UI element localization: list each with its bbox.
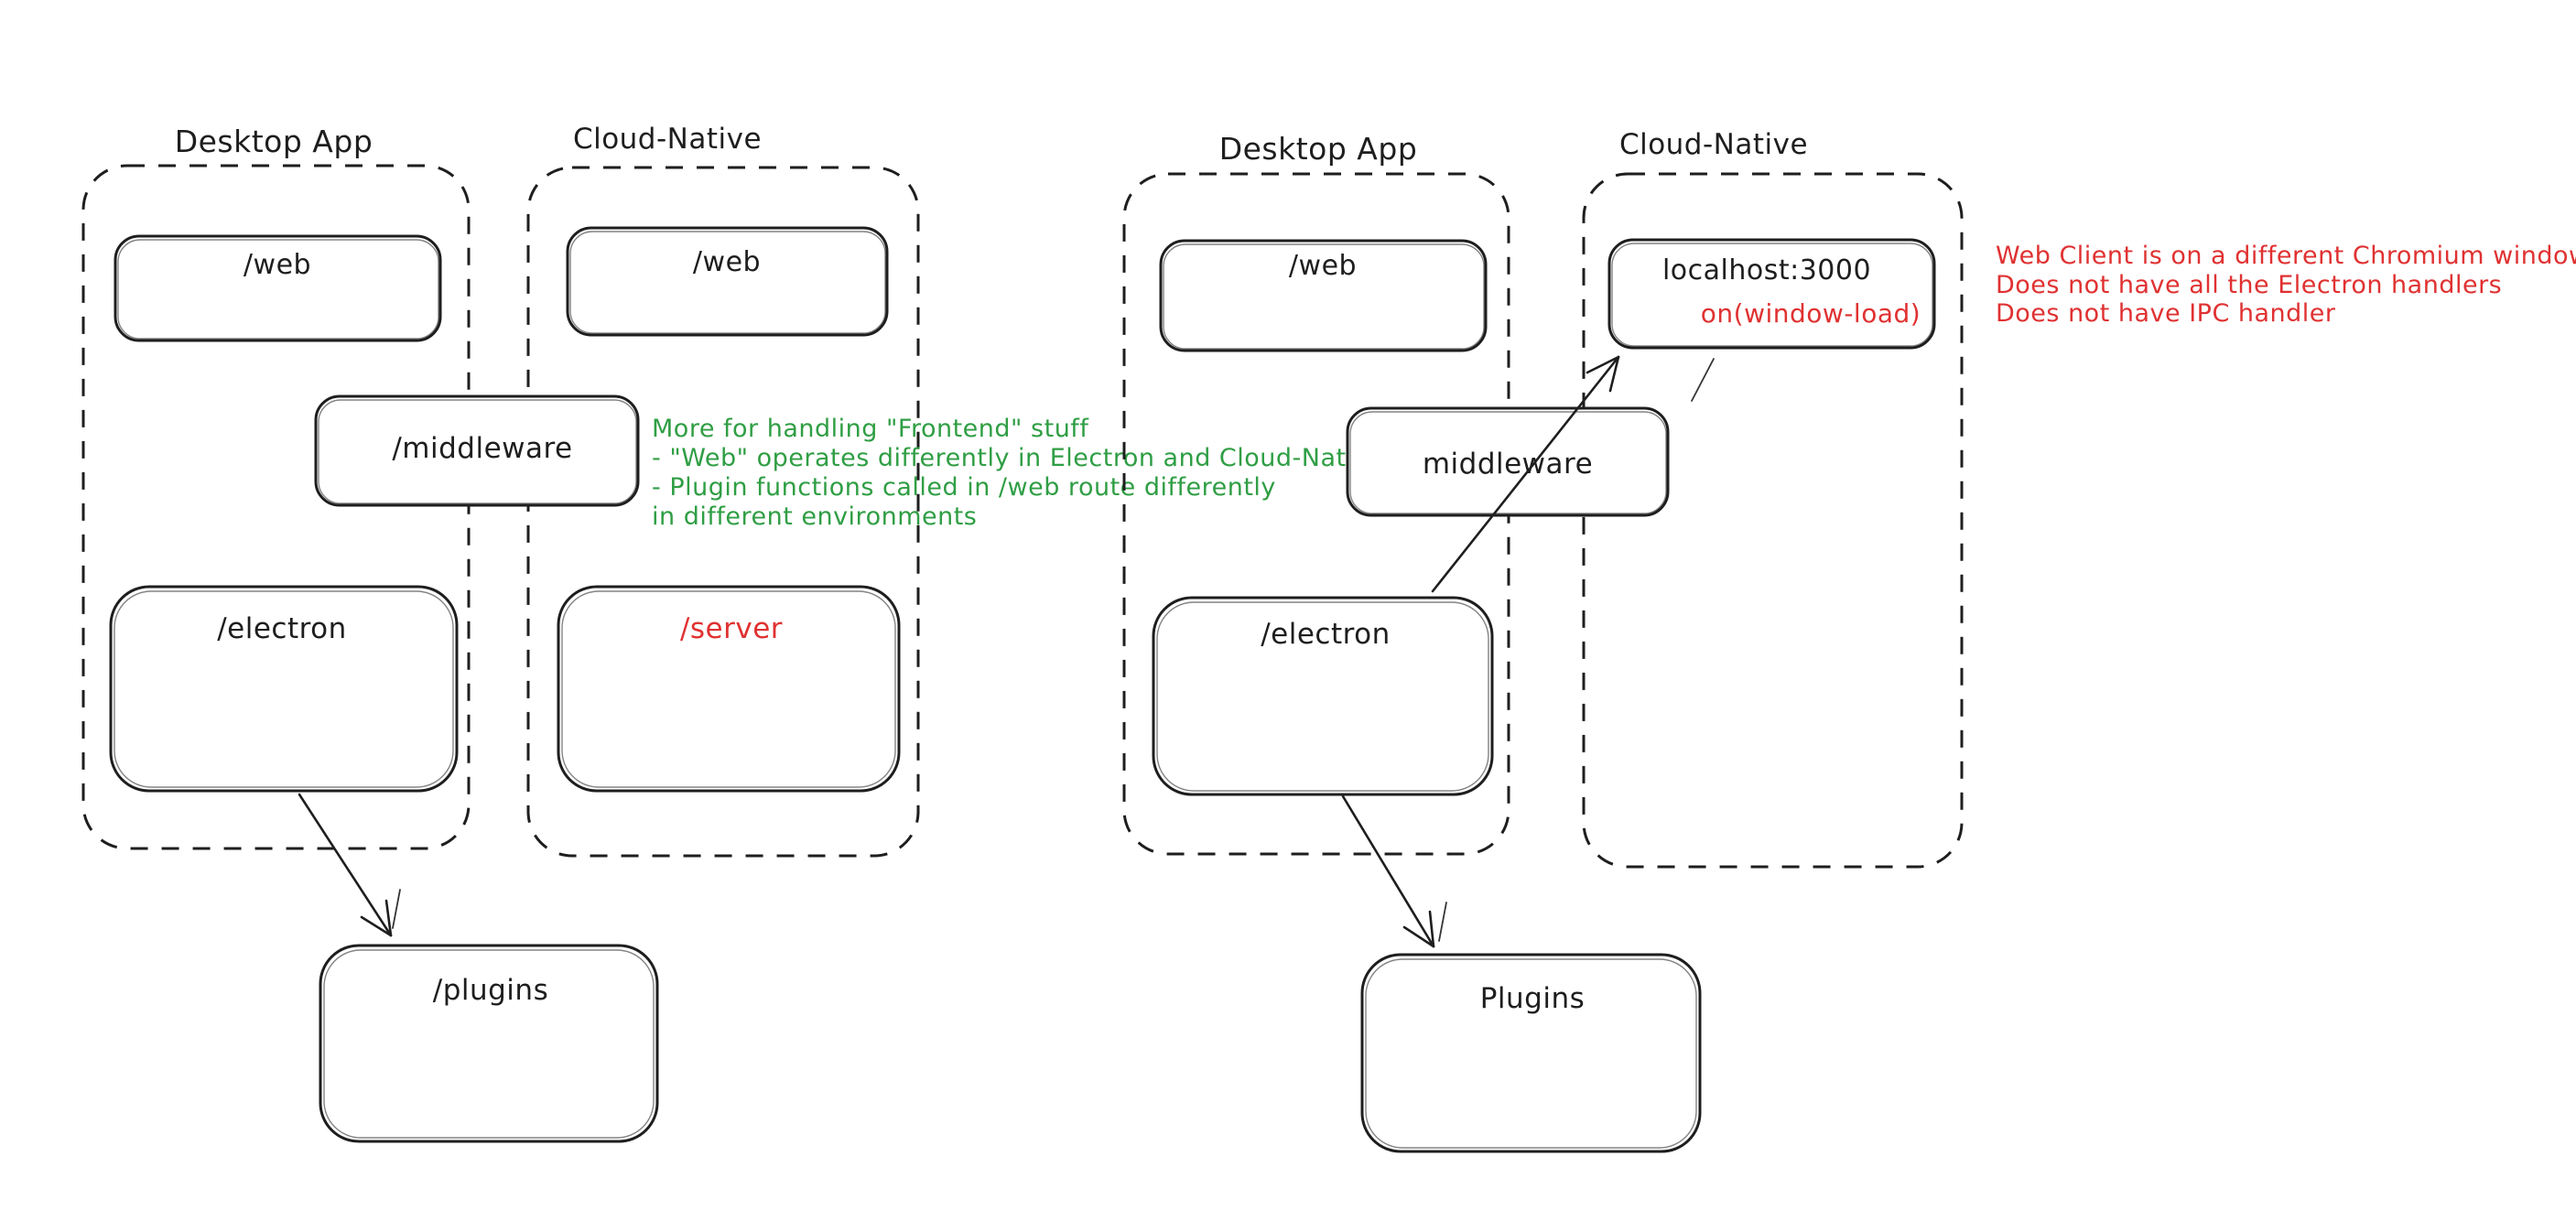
right-web-box — [1159, 239, 1488, 352]
right-electron-box — [1152, 596, 1494, 796]
right-middleware-label: middleware — [1423, 448, 1593, 481]
left-diagram: Desktop App Cloud-Native /web /web /midd… — [81, 123, 1384, 1143]
left-server-label: /server — [680, 612, 783, 645]
right-desktop-app-label: Desktop App — [1219, 131, 1418, 167]
frontend-note-line-4: in different environments — [652, 503, 977, 531]
arrow-right-electron-to-plugins — [1341, 794, 1447, 948]
left-server-box — [557, 585, 901, 793]
web-client-note: Web Client is on a different Chromium wi… — [1996, 242, 2576, 328]
left-plugins-box-sketch — [323, 949, 655, 1139]
left-desktop-app-label: Desktop App — [175, 124, 373, 159]
left-middleware-box-sketch — [318, 399, 637, 504]
left-middleware-box — [314, 394, 640, 507]
right-cloud-native-label: Cloud-Native — [1619, 128, 1808, 161]
frontend-note: More for handling "Frontend" stuff - "We… — [652, 415, 1384, 531]
localhost-label: localhost:3000 — [1662, 254, 1871, 286]
right-cloud-native-container — [1582, 172, 1964, 869]
right-middleware-box-sketch — [1349, 411, 1667, 514]
frontend-note-line-1: More for handling "Frontend" stuff — [652, 415, 1089, 443]
left-electron-label: /electron — [217, 612, 347, 645]
left-server-box-sketch — [561, 590, 896, 788]
right-electron-label: /electron — [1261, 618, 1391, 651]
localhost-box — [1607, 238, 1936, 350]
localhost-box-sketch — [1611, 243, 1933, 347]
left-web-desktop-box-sketch — [117, 239, 439, 340]
frontend-note-line-2: - "Web" operates differently in Electron… — [652, 444, 1384, 472]
left-plugins-box — [319, 944, 659, 1143]
right-web-label: /web — [1289, 250, 1357, 282]
left-cloud-native-container — [526, 166, 920, 858]
right-plugins-label: Plugins — [1480, 982, 1586, 1015]
right-plugins-box-sketch — [1365, 958, 1697, 1149]
left-web-cloud-box — [566, 226, 889, 337]
left-middleware-label: /middleware — [392, 432, 572, 465]
right-web-box-sketch — [1163, 243, 1485, 350]
left-cloud-native-label: Cloud-Native — [573, 123, 762, 156]
right-diagram: Desktop App Cloud-Native /web localhost:… — [1122, 128, 2576, 1153]
left-web-cloud-label: /web — [693, 246, 761, 278]
arrow-left-electron-to-plugins — [298, 793, 401, 937]
right-electron-box-sketch — [1156, 601, 1489, 792]
left-plugins-label: /plugins — [433, 974, 548, 1007]
localhost-window-load-label: on(window-load) — [1701, 298, 1921, 329]
web-client-note-line-2: Does not have all the Electron handlers — [1996, 271, 2502, 299]
web-client-note-line-1: Web Client is on a different Chromium wi… — [1996, 242, 2576, 270]
left-web-cloud-box-sketch — [569, 231, 886, 334]
left-web-desktop-box — [114, 234, 442, 342]
left-web-desktop-label: /web — [244, 249, 311, 281]
left-electron-box-sketch — [114, 590, 454, 788]
left-electron-box — [109, 585, 459, 793]
arrow-electron-to-localhost — [1431, 355, 1715, 593]
right-plugins-box — [1360, 953, 1702, 1153]
right-middleware-box — [1346, 406, 1670, 517]
web-client-note-line-3: Does not have IPC handler — [1996, 299, 2336, 328]
frontend-note-line-3: - Plugin functions called in /web route … — [652, 473, 1276, 502]
left-desktop-app-container — [81, 164, 471, 850]
